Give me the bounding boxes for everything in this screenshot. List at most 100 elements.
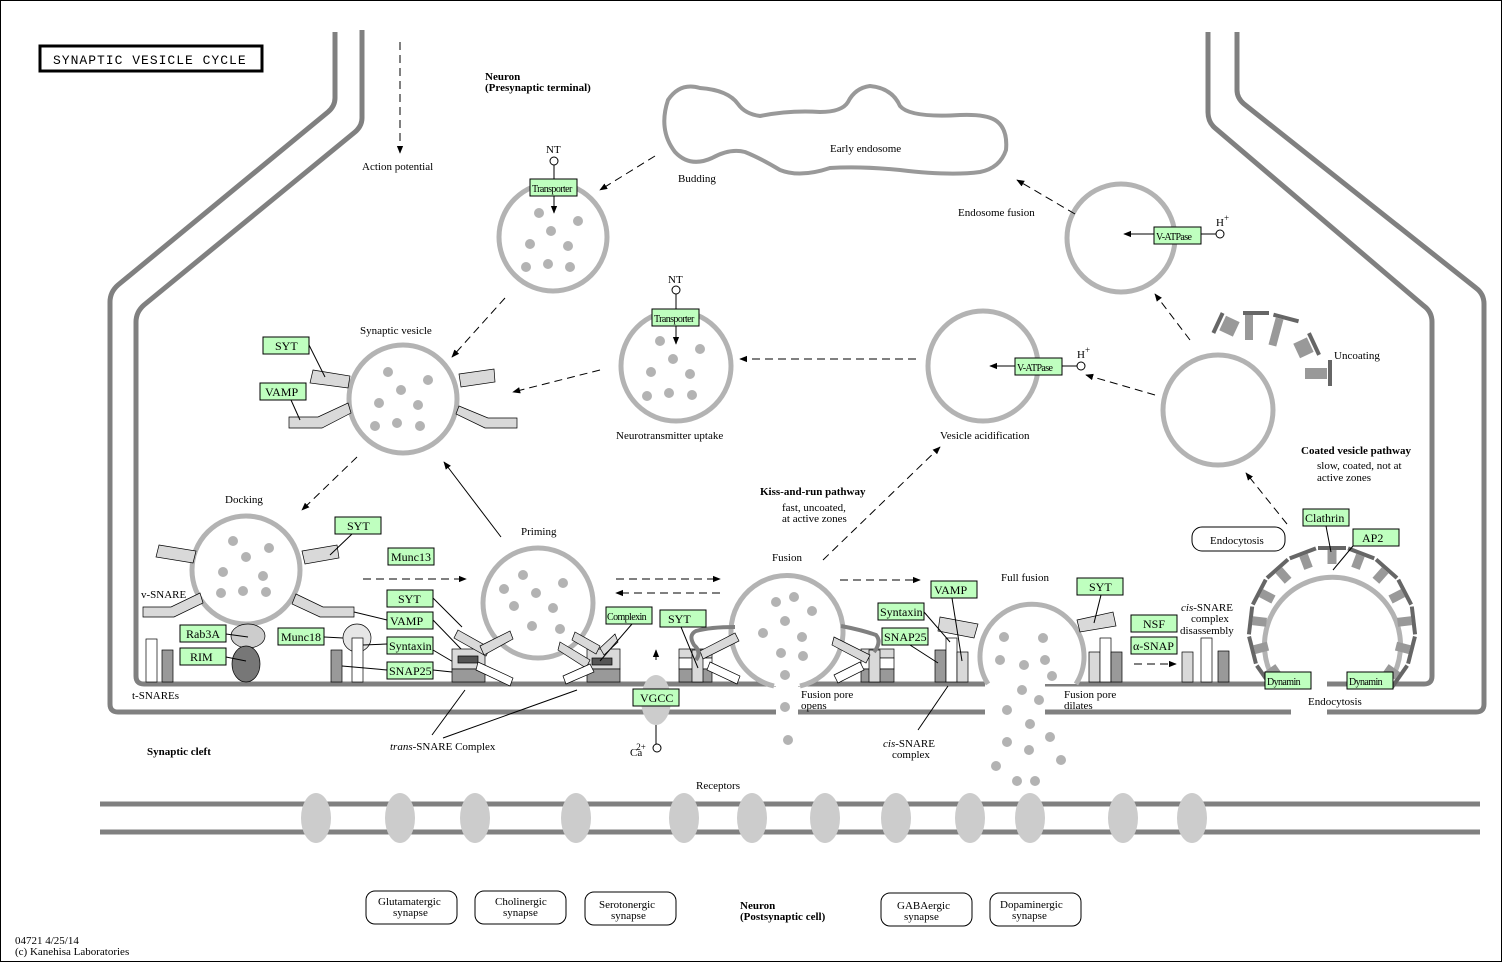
gene-rim[interactable]: RIM: [179, 647, 227, 666]
gene-syt-fusion[interactable]: SYT: [659, 609, 707, 628]
gene-munc18[interactable]: Munc18: [277, 627, 325, 646]
coated-pathway-desc-1: slow, coated, not at: [1317, 460, 1402, 472]
clathrin-triskelion-4: [1251, 578, 1268, 606]
clathrin-triskelion-9: [1374, 557, 1399, 580]
rim-link: [225, 656, 247, 662]
nt-label-1: NT: [546, 144, 561, 156]
link-cholinergic-synapse[interactable]: Cholinergic synapse: [474, 890, 567, 925]
link-serotonergic-label-1: Serotonergic: [599, 899, 655, 911]
gene-dynamin-2-label: Dynamin: [1349, 677, 1383, 688]
munc18-link: [323, 636, 344, 639]
link-endocytosis[interactable]: Endocytosis: [1191, 526, 1286, 552]
gene-alpha-snap[interactable]: α-SNAP: [1130, 636, 1178, 655]
gene-ap2-label: AP2: [1362, 531, 1383, 545]
clathrin-adaptor-4: [1258, 589, 1276, 604]
fusion-pore-opens-label-1: Fusion pore: [801, 689, 853, 701]
gene-complexin[interactable]: Complexin: [605, 606, 653, 625]
link-glutamatergic-label-2: synapse: [393, 907, 428, 919]
clathrin-adaptor-6: [1299, 553, 1313, 570]
clathrin-adaptor-9: [1372, 567, 1389, 584]
gene-syntaxin-priming[interactable]: Syntaxin: [386, 636, 434, 655]
gene-syt-full[interactable]: SYT: [1076, 577, 1124, 596]
gene-syt-docking[interactable]: SYT: [334, 516, 382, 535]
gene-vamp-cis[interactable]: VAMP: [930, 580, 978, 599]
link-gabaergic-synapse[interactable]: GABAergic synapse: [880, 892, 973, 927]
budding-label: Budding: [678, 173, 716, 185]
uncoated-to-acidification-arrow: [1085, 373, 1156, 396]
gene-vamp-priming[interactable]: VAMP: [386, 611, 434, 630]
snap25-cis-link: [909, 644, 939, 664]
cis-snare-link: [917, 685, 949, 731]
uncoating-label: Uncoating: [1334, 350, 1380, 362]
t-snare-snap25-2: [330, 649, 343, 683]
gene-transporter-1[interactable]: Transporter: [529, 178, 578, 197]
fusion-label: Fusion: [772, 552, 802, 564]
gene-syt-vesicle-label: SYT: [275, 339, 298, 353]
to-synaptic-vesicle-arrow: [451, 297, 506, 358]
syntaxin-priming-link-left: [362, 643, 388, 646]
gene-ap2[interactable]: AP2: [1352, 528, 1400, 547]
vesicle-uncoating: [1160, 352, 1276, 468]
link-dopaminergic-synapse[interactable]: Dopaminergic synapse: [989, 892, 1082, 927]
receptor-3: [460, 793, 490, 843]
syt-vesicle-link: [308, 344, 326, 378]
link-dopaminergic-label-2: synapse: [1012, 910, 1047, 922]
receptor-12: [1177, 793, 1207, 843]
priming-to-vesicle-arrow: [443, 461, 502, 538]
link-cholinergic-label-2: synapse: [503, 907, 538, 919]
syt-priming-link: [432, 597, 463, 628]
gene-dynamin-2[interactable]: Dynamin: [1346, 671, 1394, 690]
gene-snap25-priming[interactable]: SNAP25: [386, 661, 434, 680]
gene-transporter-2[interactable]: Transporter: [651, 308, 700, 327]
receptors-label: Receptors: [696, 780, 740, 792]
nt-uptake-label: Neurotransmitter uptake: [616, 430, 723, 442]
gene-syt-priming[interactable]: SYT: [386, 589, 434, 608]
syntaxin-cis-link: [923, 611, 951, 643]
presynaptic-label-1: Neuron: [485, 71, 520, 83]
early-endosome-label: Early endosome: [830, 143, 901, 155]
to-endosome-fusion-arrow: [1154, 293, 1191, 341]
link-dopaminergic-label-1: Dopaminergic: [1000, 899, 1063, 911]
gene-dynamin-1-label: Dynamin: [1267, 677, 1301, 688]
full-fusion-label: Full fusion: [1001, 572, 1049, 584]
clathrin-link: [1325, 525, 1332, 553]
receptor-10: [1015, 793, 1045, 843]
gene-vamp-vesicle[interactable]: VAMP: [259, 382, 307, 401]
hplus-label-2: H+: [1077, 345, 1090, 361]
receptors-group: [301, 793, 1207, 843]
cis-dis-label-2: complex: [1191, 613, 1229, 625]
gene-clathrin[interactable]: Clathrin: [1302, 508, 1350, 527]
clathrin-fragments: [1211, 311, 1332, 386]
gene-munc13[interactable]: Munc13: [387, 547, 435, 566]
gene-nsf[interactable]: NSF: [1130, 614, 1178, 633]
gene-rab3a[interactable]: Rab3A: [179, 624, 227, 643]
link-glutamatergic-synapse[interactable]: Glutamatergic synapse: [365, 890, 458, 925]
early-endosome-shape: [662, 83, 1009, 176]
vamp-cis-link: [951, 597, 963, 662]
clathrin-triskelion-10: [1396, 578, 1413, 606]
snap25-priming-link-right: [432, 669, 453, 673]
receptor-11: [1108, 793, 1138, 843]
vamp-priming-link-left: [353, 611, 388, 621]
cis-dis-label-3: disassembly: [1180, 625, 1234, 637]
ap2-link: [1332, 545, 1354, 571]
gene-syt-vesicle[interactable]: SYT: [262, 336, 310, 355]
syt-docking-link: [329, 533, 353, 556]
clathrin-triskelion-8: [1347, 546, 1375, 561]
gene-vgcc[interactable]: VGCC: [632, 688, 680, 707]
hplus-node-1: [1215, 229, 1225, 239]
gene-snap25-cis[interactable]: SNAP25: [881, 627, 929, 646]
link-serotonergic-synapse[interactable]: Serotonergic synapse: [584, 891, 677, 926]
kiss-run-title: Kiss-and-run pathway: [760, 486, 866, 498]
gene-syt-priming-label: SYT: [398, 592, 421, 606]
gene-dynamin-1[interactable]: Dynamin: [1264, 671, 1312, 690]
gene-vatpase-1[interactable]: V-ATPase: [1153, 226, 1202, 245]
receptor-8: [881, 793, 911, 843]
trans-snare-link-1: [431, 689, 466, 736]
synaptic-vesicle-label: Synaptic vesicle: [360, 325, 432, 337]
gene-vatpase-2[interactable]: V-ATPase: [1014, 357, 1063, 376]
gene-syntaxin-cis[interactable]: Syntaxin: [877, 602, 925, 621]
clathrin-triskelion-2: [1247, 636, 1258, 665]
cis-snare-label: cis-SNARE: [883, 738, 935, 750]
